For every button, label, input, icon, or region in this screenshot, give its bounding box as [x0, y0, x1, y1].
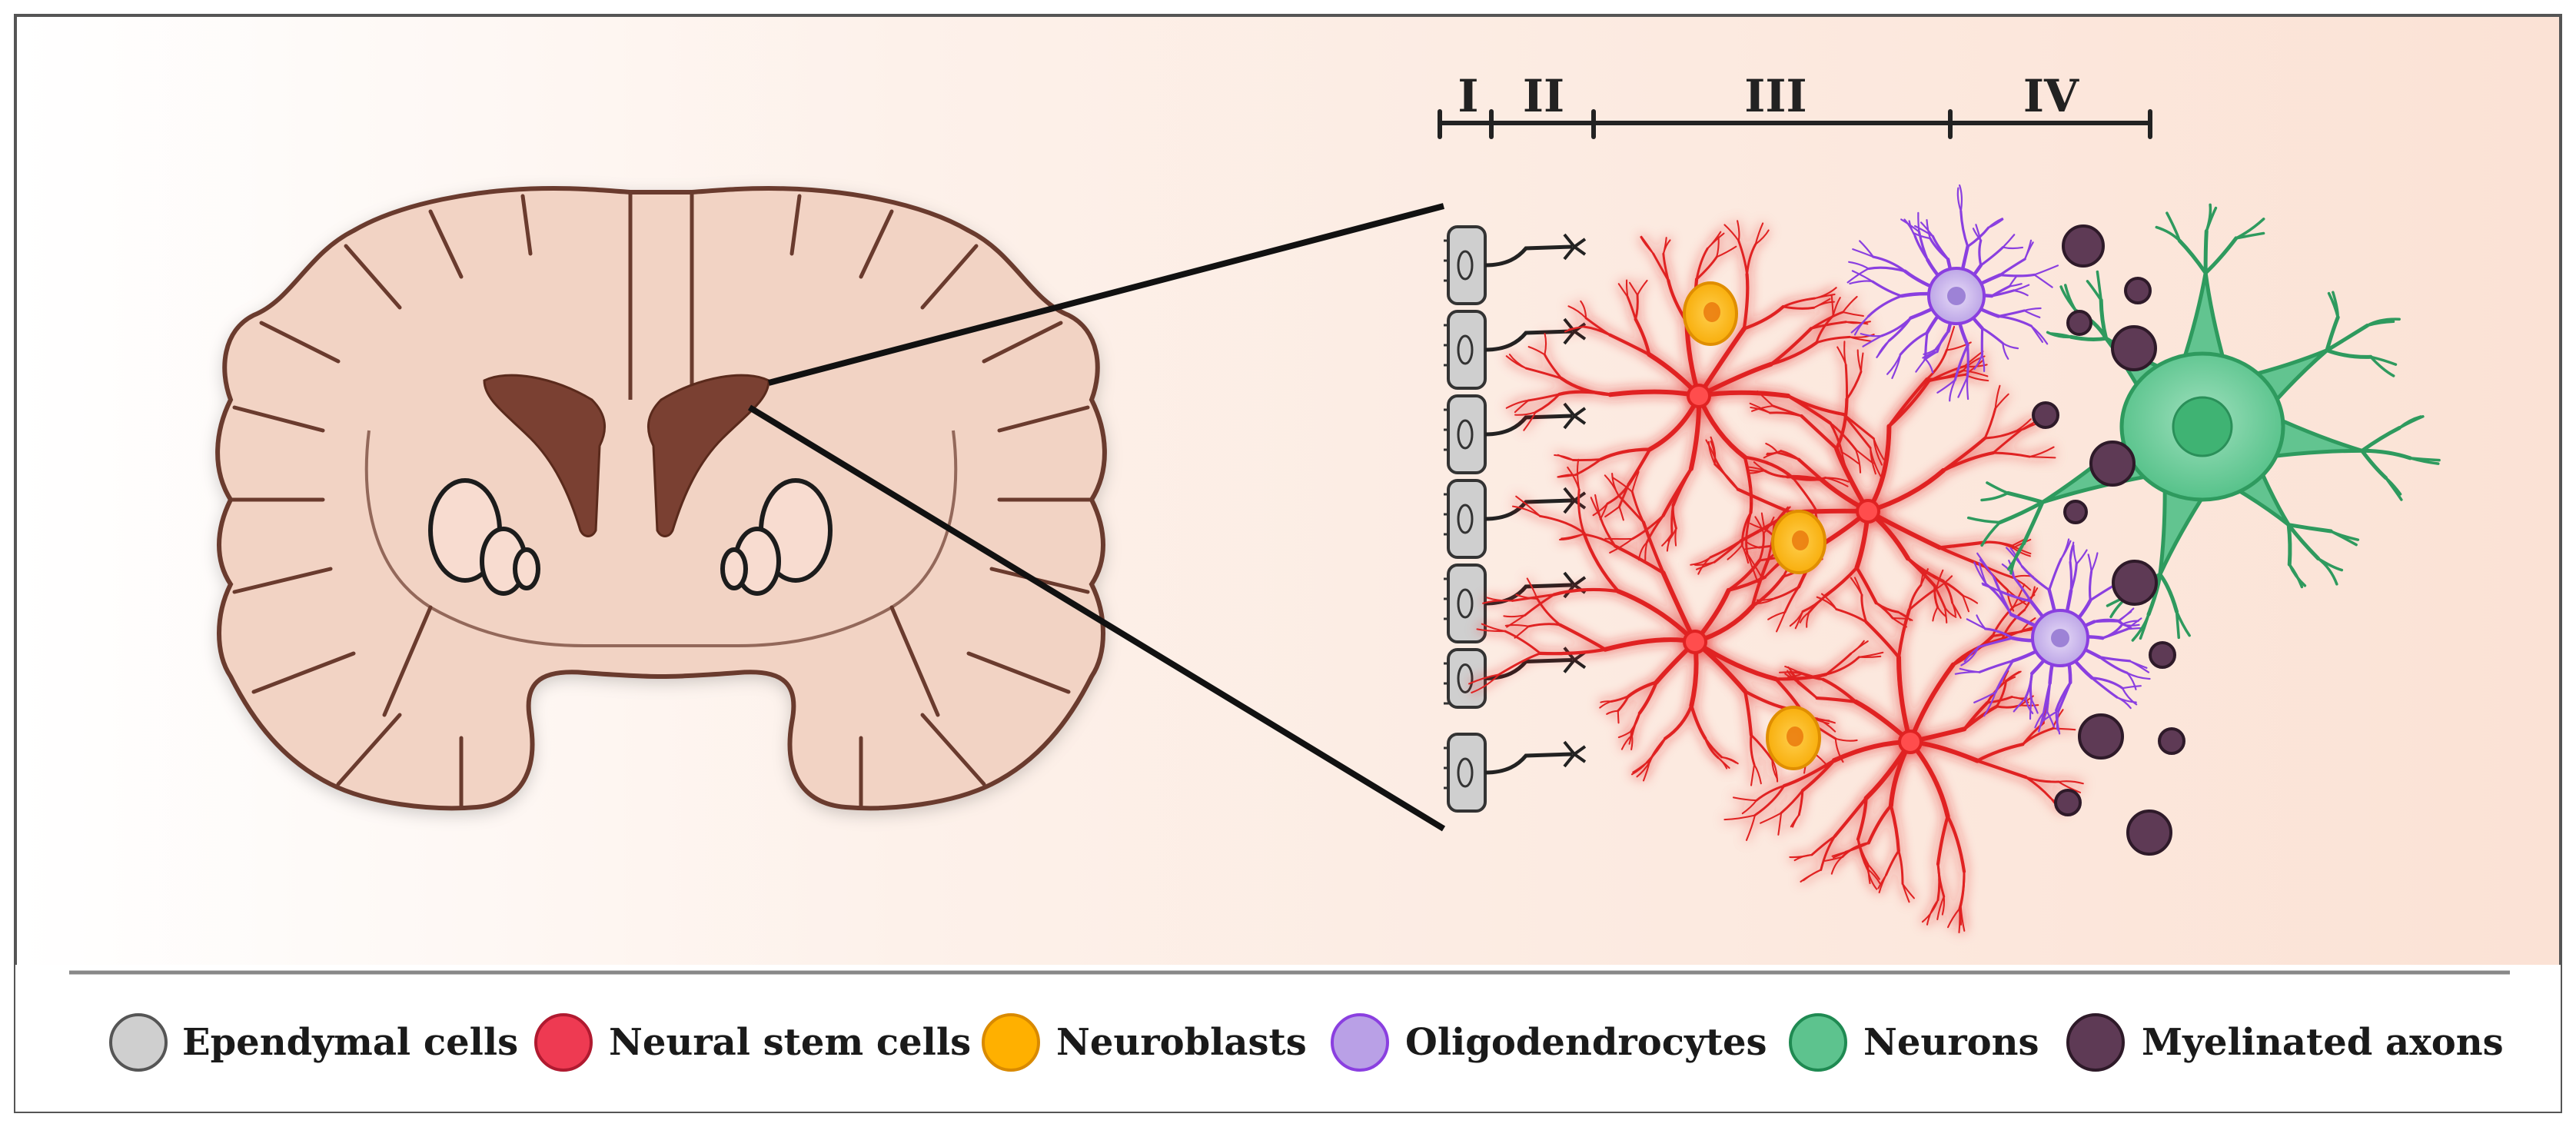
neural-stem-cell	[1505, 220, 1885, 583]
neural-stem-cell	[1723, 568, 2084, 933]
myelinated-axon	[2054, 789, 2082, 816]
myelinated-axon	[2066, 310, 2092, 336]
cortex-inner-boundary	[364, 430, 958, 647]
myelinated-axon	[2089, 440, 2136, 487]
zone-label-3: III	[1744, 70, 1807, 122]
legend-label-oligodendrocyte: Oligodendrocytes	[1405, 1021, 1767, 1064]
ependymal-cell	[1444, 394, 1587, 474]
neuroblast	[1766, 706, 1821, 770]
myelinated-axon	[2032, 401, 2059, 429]
ependymal-cell	[1444, 310, 1587, 390]
neuroblast	[1771, 510, 1826, 574]
zoom-line-bottom	[747, 404, 1446, 832]
legend-swatch-myelinated-axon	[2066, 1013, 2125, 1072]
myelinated-axon	[2158, 727, 2185, 755]
myelinated-axon	[2062, 224, 2105, 268]
myelinated-axon	[2149, 641, 2176, 669]
ependymal-cell	[1444, 479, 1587, 559]
legend-swatch-neural-stem	[534, 1013, 593, 1072]
zone-scale	[1438, 109, 2152, 139]
zoom-line-top	[767, 203, 1445, 386]
legend: Ependymal cells Neural stem cells Neurob…	[109, 1013, 2504, 1072]
legend-swatch-neuron	[1789, 1013, 1847, 1072]
cell-illustration	[1444, 184, 2441, 933]
legend-label-neuroblast: Neuroblasts	[1056, 1021, 1307, 1064]
zone-label-4: IV	[2023, 70, 2079, 122]
myelinated-axon	[2078, 713, 2124, 760]
legend-label-myelinated-axon: Myelinated axons	[2142, 1021, 2504, 1064]
legend-swatch-oligodendrocyte	[1331, 1013, 1389, 1072]
neuroblast	[1683, 281, 1738, 346]
basal-nuclei	[428, 478, 833, 596]
myelinated-axon	[2111, 325, 2157, 371]
zone-label-1: I	[1458, 70, 1478, 122]
myelinated-axon	[2112, 560, 2158, 606]
ependymal-cell	[1444, 647, 1587, 709]
legend-label-ependymal: Ependymal cells	[182, 1021, 518, 1064]
ependymal-cell	[1444, 733, 1587, 813]
ventricle-right	[646, 374, 770, 537]
zone-label-2: II	[1523, 70, 1564, 122]
legend-swatch-ependymal	[109, 1013, 168, 1072]
legend-area	[15, 965, 2561, 1112]
ependymal-cell	[1444, 225, 1587, 305]
ventricle-left	[483, 374, 607, 537]
brain-coronal-section	[215, 185, 1107, 811]
oligodendrocyte	[1846, 184, 2059, 402]
oligodendrocyte	[1954, 538, 2151, 735]
myelinated-axon	[2126, 810, 2172, 856]
legend-label-neural-stem: Neural stem cells	[609, 1021, 971, 1064]
legend-swatch-neuroblast	[982, 1013, 1040, 1072]
myelinated-axon	[2063, 500, 2088, 524]
myelinated-axon	[2124, 277, 2152, 304]
legend-label-neuron: Neurons	[1863, 1021, 2039, 1064]
